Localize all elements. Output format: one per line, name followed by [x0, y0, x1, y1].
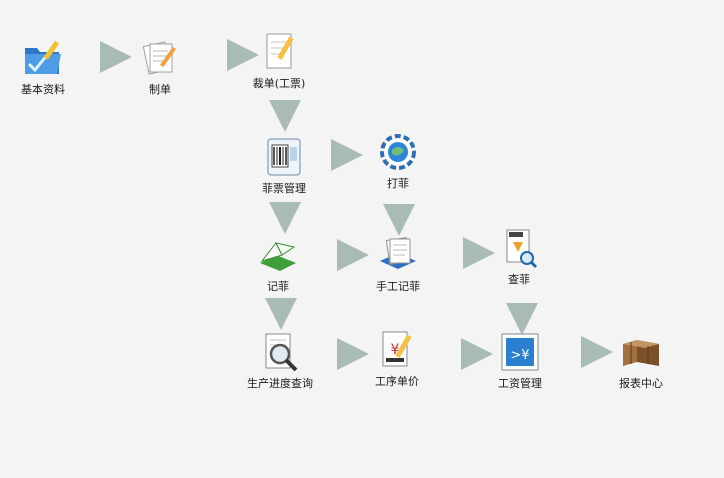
node-label: 菲票管理: [262, 182, 306, 195]
node-report-center[interactable]: 报表中心: [596, 330, 686, 391]
node-label: 手工记菲: [376, 280, 420, 293]
node-label: 工资管理: [498, 377, 542, 390]
node-label: 生产进度查询: [247, 377, 313, 390]
paper-stack-icon: [380, 237, 416, 269]
documents-pencil-icon: [142, 41, 176, 75]
node-cut-order[interactable]: 裁单(工票): [234, 30, 324, 91]
boxes-icon: [623, 340, 659, 366]
svg-text:¥: ¥: [391, 342, 400, 358]
node-label: 报表中心: [619, 377, 663, 390]
yen-monitor-icon: >¥: [501, 333, 539, 371]
node-manual-record[interactable]: 手工记菲: [353, 233, 443, 294]
document-pencil-icon: [266, 33, 294, 69]
yen-document-icon: ¥: [382, 331, 412, 367]
node-label: 基本资料: [21, 83, 65, 96]
node-basic-info[interactable]: 基本资料: [0, 36, 88, 97]
node-progress-query[interactable]: 生产进度查询: [235, 330, 325, 391]
node-label: 查菲: [508, 273, 530, 286]
node-label: 打菲: [387, 177, 409, 190]
node-wage-management[interactable]: >¥ 工资管理: [475, 330, 565, 391]
node-print-ticket[interactable]: 打菲: [353, 130, 443, 191]
node-label: 工序单价: [375, 375, 419, 388]
search-document-icon: [506, 229, 538, 269]
node-make-order[interactable]: 制单: [115, 36, 205, 97]
node-record-ticket[interactable]: 记菲: [233, 233, 323, 294]
node-label: 记菲: [267, 280, 289, 293]
svg-text:>¥: >¥: [510, 348, 529, 363]
magnifier-document-icon: [265, 333, 298, 372]
node-label: 制单: [149, 83, 171, 96]
gear-globe-icon: [380, 134, 416, 170]
open-book-icon: [260, 242, 296, 271]
node-label: 裁单(工票): [252, 77, 306, 90]
node-process-price[interactable]: ¥ 工序单价: [352, 328, 442, 389]
node-ticket-management[interactable]: 菲票管理: [239, 135, 329, 196]
barcode-card-icon: [267, 138, 301, 176]
node-check-ticket[interactable]: 查菲: [474, 226, 564, 287]
folder-pencil-icon: [25, 40, 61, 74]
